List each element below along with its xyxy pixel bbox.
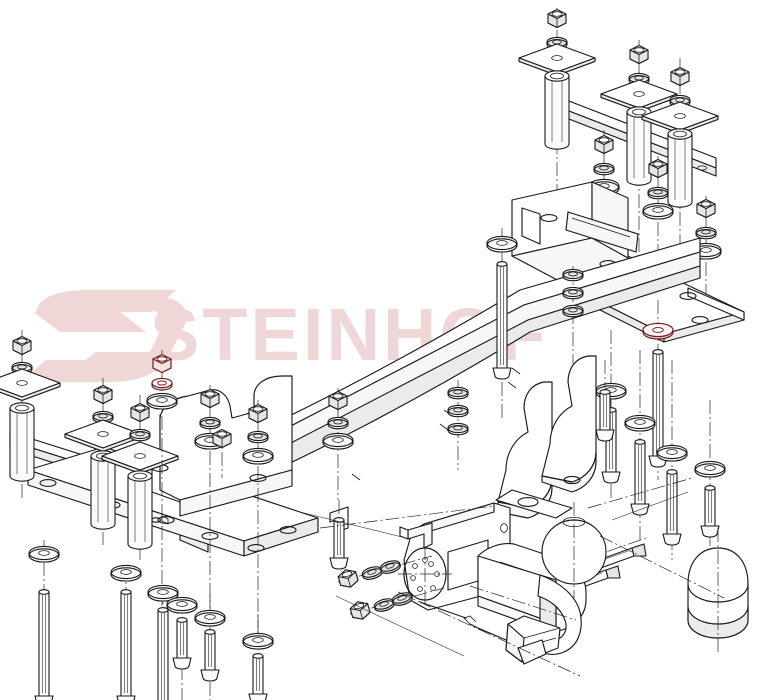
hex-nut (670, 66, 690, 87)
spring-washer (447, 422, 469, 436)
spacer-sleeve (127, 470, 153, 550)
spacer-sleeve (667, 128, 693, 208)
flat-washer (322, 432, 354, 450)
hex-nut (130, 402, 150, 423)
flat-washer (378, 558, 403, 576)
flat-washer (110, 564, 142, 582)
spring-washer (129, 428, 151, 442)
short-hex-bolt (200, 629, 220, 682)
bolt-assembly (110, 564, 142, 700)
long-hex-bolt (630, 439, 650, 516)
fastener-stack-mid-3 (212, 428, 232, 478)
spring-washer (447, 386, 469, 400)
flat-washer (486, 235, 518, 253)
spring-washer (562, 268, 584, 282)
bolt-assembly (166, 596, 198, 700)
flat-washer (694, 460, 726, 478)
flat-washer (656, 444, 688, 462)
bolt-assembly (194, 594, 226, 700)
bolt-assembly (694, 400, 726, 560)
bolt-assembly (595, 360, 615, 442)
left-lower-bolts (28, 540, 274, 700)
spacer-sleeve (544, 70, 570, 150)
fastener-stack-left-6 (242, 400, 274, 640)
flat-washer (166, 596, 198, 614)
fastener-stack-left-5 (194, 385, 226, 620)
bolt-assembly (656, 360, 688, 560)
wiring-connector (419, 601, 561, 665)
flat-washer (146, 392, 178, 410)
beam-hanger-tab (329, 500, 349, 570)
bolt-assembly (242, 614, 274, 700)
fastener-stack-left-4-highlighted (146, 350, 178, 620)
right-lower-bolts (486, 228, 726, 560)
spring-washer (562, 304, 584, 318)
flat-washer (624, 414, 656, 432)
socket-fastener-set-2 (348, 587, 445, 623)
hex-nut (696, 198, 716, 219)
bolt-assembly (595, 330, 627, 500)
short-hex-bolt (700, 485, 720, 538)
hex-nut (336, 566, 360, 591)
square-backing-plate (0, 368, 61, 401)
left-fastener-stacks (0, 330, 469, 640)
hex-nut (12, 335, 32, 356)
socket-fastener-sets (336, 555, 445, 623)
fastener-stack-upper-2 (600, 40, 678, 270)
hex-nut (547, 8, 567, 29)
flat-washer (242, 632, 274, 650)
hex-nut (648, 158, 668, 179)
hex-nut-highlighted (152, 353, 172, 374)
bolt-assembly (147, 584, 179, 700)
flat-washer (28, 545, 60, 563)
spring-washer (695, 226, 717, 240)
short-hex-bolt (172, 617, 192, 670)
flat-washer (242, 447, 274, 465)
spring-washer (447, 404, 469, 418)
long-hex-bolt (153, 607, 173, 700)
spring-washer (327, 416, 349, 430)
hex-nut (348, 598, 372, 623)
long-hex-bolt (662, 469, 682, 546)
short-hex-bolt (248, 653, 268, 700)
flat-washer (194, 609, 226, 627)
spring-washer (247, 430, 269, 444)
hex-nut (200, 388, 220, 409)
ball-cover-cap (687, 528, 749, 652)
spring-washer (562, 286, 584, 300)
hex-nut (248, 403, 268, 424)
socket-fastener-set-1 (336, 555, 433, 591)
fastener-stack-mid-2 (447, 380, 469, 470)
flat-washer (390, 590, 415, 608)
flat-washer (642, 202, 674, 220)
hex-nut (328, 390, 348, 411)
bolt-assembly (486, 228, 518, 420)
hex-nut (594, 134, 614, 155)
hex-nut (629, 44, 649, 65)
spring-washer (647, 186, 669, 200)
fastener-stack-left-2 (64, 378, 142, 545)
hex-nut (93, 384, 113, 405)
bolt-assembly (624, 350, 656, 540)
lug-bolt-hole (517, 497, 539, 507)
fastener-stack-left-3 (101, 395, 179, 560)
upper-mounting-rail-assembly (518, 8, 722, 330)
fastener-stack-left-1 (0, 330, 61, 500)
long-hex-bolt (34, 589, 54, 700)
spring-washer-highlighted (151, 377, 173, 391)
flat-washer-highlighted (642, 322, 674, 340)
fastener-stack-mid-1 (322, 388, 354, 500)
projection-leader-lines (299, 477, 725, 677)
spring-washer (593, 162, 615, 176)
hex-nut (212, 428, 232, 449)
spring-washer (199, 416, 221, 430)
long-hex-bolt (116, 589, 136, 700)
spacer-sleeve (9, 402, 35, 482)
lug-bolt-hole (563, 475, 581, 485)
bolt-assembly (28, 540, 60, 700)
